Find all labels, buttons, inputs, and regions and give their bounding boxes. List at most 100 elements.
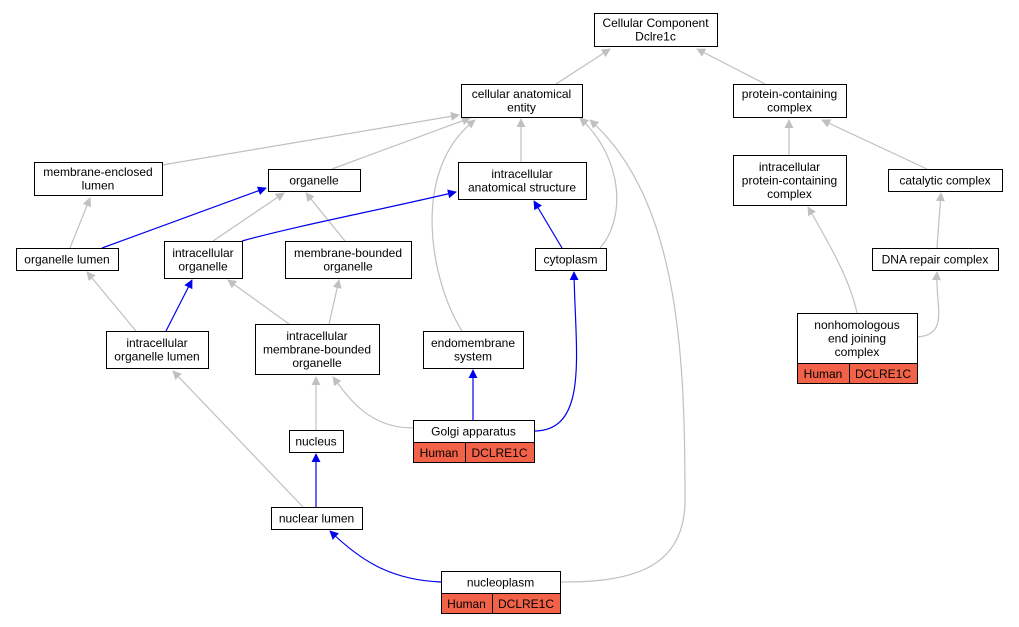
node-box (106, 331, 209, 369)
node-label-line: organelle lumen (114, 350, 199, 364)
edge-olumen-to-mel (69, 197, 92, 249)
edge-line (331, 116, 471, 170)
edge-line (241, 189, 457, 242)
node-box (461, 84, 583, 118)
edge-mbo-to-organelle (305, 192, 346, 242)
node-box (285, 241, 412, 279)
edge-line (227, 279, 290, 325)
node-label-line: organelle (323, 260, 373, 274)
edge-golgi-to-cytoplasm (533, 271, 579, 432)
gene-cell (492, 593, 561, 614)
node-label-line: intracellular (286, 329, 347, 343)
node-label-line: Golgi apparatus (431, 424, 516, 438)
node-label-line: organelle lumen (24, 252, 109, 266)
edge-cytoplasm-to-ias (533, 200, 563, 249)
edge-line (212, 192, 285, 242)
gene-cell (849, 363, 918, 384)
species-label: Human (804, 367, 843, 381)
edge-line (916, 271, 942, 338)
node-cytoplasm[interactable]: cytoplasm (535, 248, 607, 271)
edge-cae-to-cc_root (555, 48, 611, 85)
edge-line (821, 119, 928, 170)
node-label-line: Cellular Component (602, 16, 709, 30)
annotation-row: Human DCLRE1C (413, 442, 535, 463)
edge-nlumen-to-iol (172, 370, 304, 508)
node-label-line: intracellular (126, 336, 187, 350)
edge-line (328, 279, 342, 325)
node-nlumen[interactable]: nuclear lumen (271, 507, 363, 530)
node-label-line: complex (767, 101, 812, 115)
node-label-line: lumen (82, 179, 115, 193)
species-label: Human (420, 446, 459, 460)
edge-line (555, 48, 611, 85)
node-catalytic[interactable]: catalytic complex (888, 169, 1003, 192)
edge-iorg-to-organelle (212, 192, 285, 242)
edge-line (431, 119, 476, 332)
node-olumen[interactable]: organelle lumen (16, 248, 119, 271)
gene-label[interactable]: DCLRE1C (855, 367, 911, 381)
node-box (535, 248, 607, 271)
node-label-line: complex (767, 187, 812, 201)
node-organelle[interactable]: organelle (268, 169, 361, 192)
node-box (733, 84, 847, 118)
edge-mel-to-cae (161, 111, 460, 166)
node-box (268, 169, 361, 192)
edge-line (332, 376, 414, 429)
node-label-line: membrane-bounded (294, 246, 402, 260)
edge-organelle-to-cae (331, 116, 471, 170)
edge-imbo-to-mbo (328, 279, 342, 325)
node-label-line: membrane-bounded (263, 342, 371, 356)
node-box (872, 248, 999, 271)
node-box (271, 507, 363, 530)
edge-iol-to-olumen (86, 271, 137, 332)
node-label-line: nuclear lumen (279, 511, 354, 525)
node-label-line: organelle (292, 356, 342, 370)
node-box (289, 430, 344, 453)
node-label-line: entity (507, 101, 536, 115)
edge-nhej-to-ipcc (807, 206, 858, 314)
node-label-line: protein-containing (742, 87, 837, 101)
node-label-line: intracellular (759, 160, 820, 174)
node-nucleus[interactable]: nucleus (289, 430, 344, 453)
node-label-line: Dclre1c (635, 30, 676, 44)
node-label-line: cellular anatomical (472, 87, 571, 101)
node-label-line: end joining (828, 331, 886, 345)
node-label-line: endomembrane (431, 336, 515, 350)
edge-line (161, 111, 460, 166)
edge-line (101, 186, 267, 249)
edge-line (807, 206, 858, 314)
node-label-line: catalytic complex (899, 173, 990, 187)
edge-nhej-to-dnarepair (916, 271, 942, 338)
gene-label[interactable]: DCLRE1C (498, 597, 554, 611)
edge-pcc-to-cc_root (696, 48, 766, 85)
node-label-line: anatomical structure (468, 181, 576, 195)
node-dnarepair[interactable]: DNA repair complex (872, 248, 999, 271)
node-label-line: organelle (289, 173, 339, 187)
edge-line (559, 119, 686, 583)
node-label-line: nonhomologous (814, 318, 899, 332)
node-label-line: organelle (178, 260, 228, 274)
node-label-line: DNA repair complex (882, 252, 989, 266)
node-label-line: nucleus (295, 434, 336, 448)
node-box (594, 13, 718, 47)
node-label-line: intracellular (172, 246, 233, 260)
node-box (458, 162, 587, 200)
gene-label[interactable]: DCLRE1C (471, 446, 527, 460)
edge-line (533, 200, 563, 249)
